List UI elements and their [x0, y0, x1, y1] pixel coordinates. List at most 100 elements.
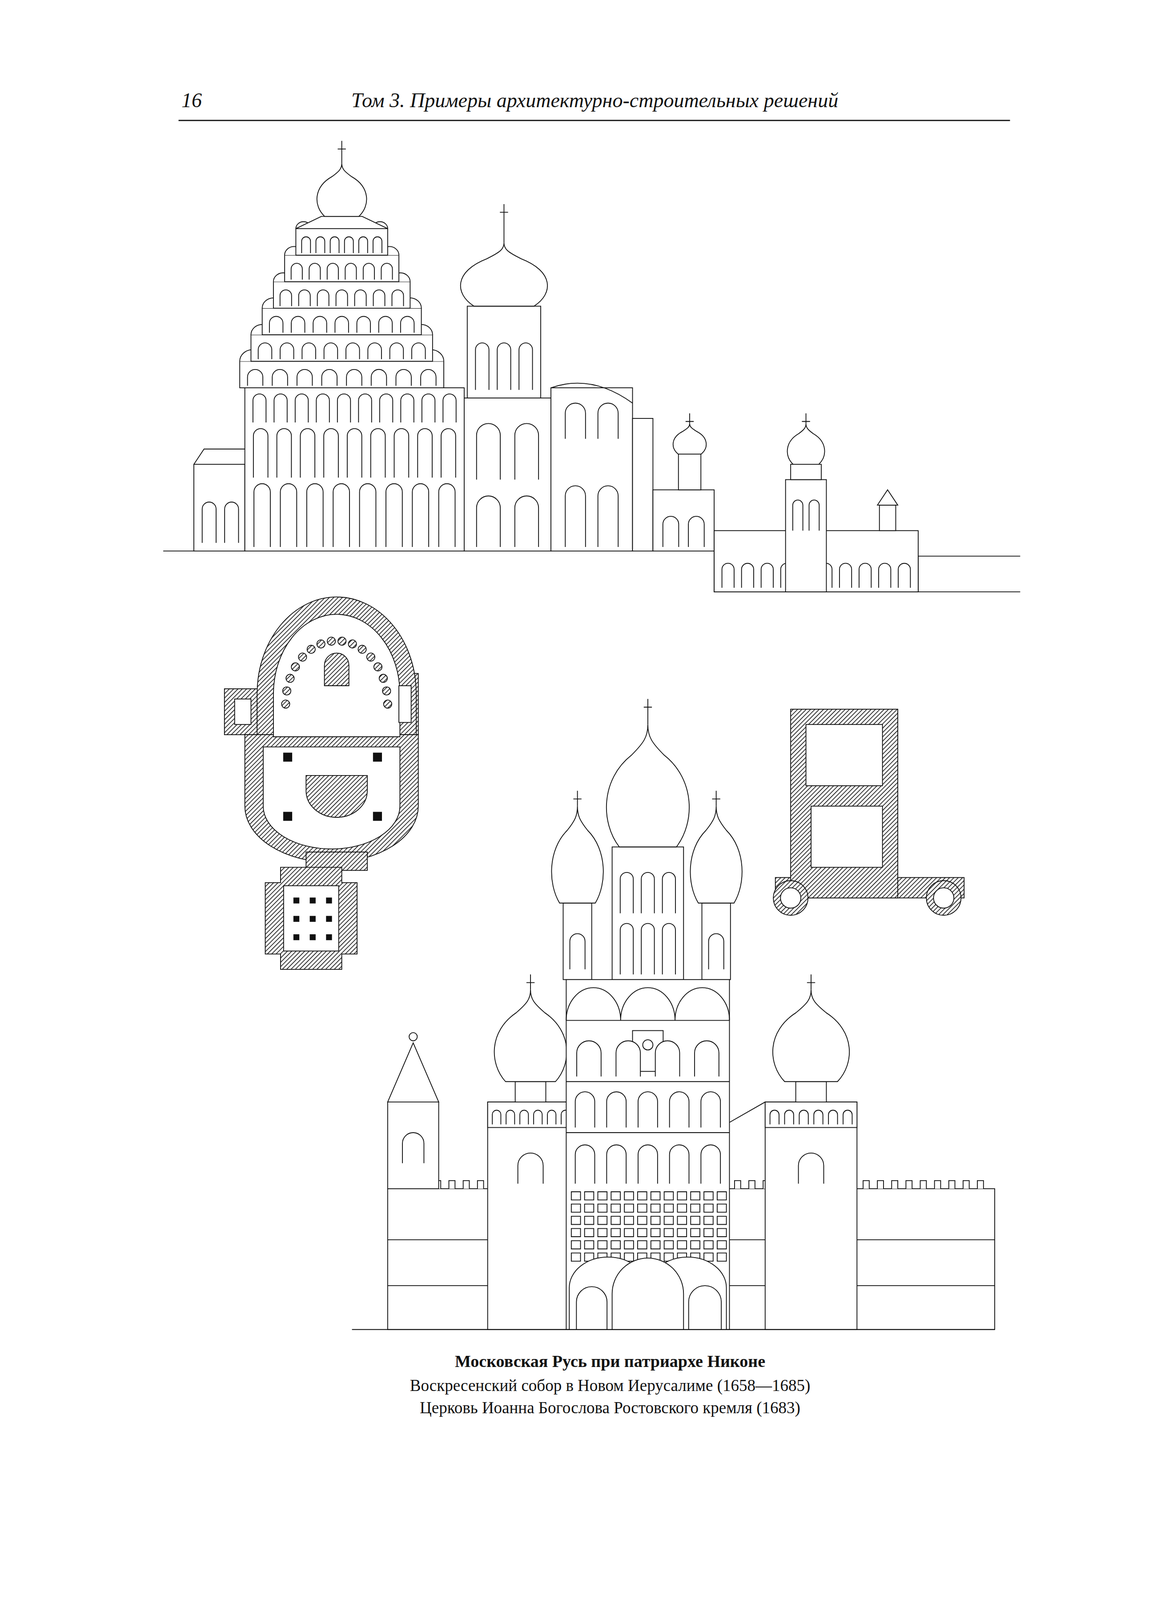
ground-line — [352, 1329, 995, 1330]
tower-plan — [926, 880, 961, 916]
column-symbol — [291, 662, 300, 671]
cathedral-plan — [224, 596, 419, 969]
wall-block — [193, 464, 246, 551]
dome-cross — [643, 699, 652, 725]
wall-block — [487, 1101, 575, 1330]
tent-roof — [295, 216, 388, 229]
dome-cross — [801, 413, 810, 424]
arched-window — [280, 289, 404, 307]
arched-window — [575, 1144, 721, 1184]
roof-line — [729, 1101, 765, 1123]
wall-block — [612, 847, 684, 980]
column-symbol — [373, 662, 382, 671]
tower-plan — [773, 880, 808, 916]
wall-block — [632, 418, 654, 551]
tower-interior — [933, 887, 954, 908]
header-rule — [178, 120, 1011, 122]
cone-roof — [877, 490, 898, 506]
arched-window — [476, 423, 539, 480]
column-symbol — [285, 674, 294, 683]
katholikon-interior — [263, 747, 400, 849]
onion-dome — [690, 806, 742, 904]
wall-block — [790, 464, 822, 480]
onion-dome — [787, 423, 825, 465]
arched-window — [291, 263, 393, 280]
caption-heading: Московская Русь при патриархе Никоне — [454, 1351, 766, 1372]
arched-window — [475, 342, 533, 390]
arched-window — [518, 1152, 544, 1184]
kuvuklia-plan — [324, 653, 350, 686]
column-symbol — [282, 686, 291, 695]
onion-dome — [606, 724, 690, 847]
column-symbol — [281, 699, 290, 708]
wall-block — [273, 281, 410, 309]
wall-block — [309, 916, 315, 922]
wall-block — [550, 387, 633, 551]
running-head: Том 3. Примеры архитектурно-строительных… — [351, 88, 839, 113]
arched-window — [620, 923, 676, 975]
wall-block — [562, 903, 592, 980]
arched-window — [269, 316, 414, 333]
wall-block — [678, 453, 701, 490]
wall-block — [293, 897, 299, 903]
caption-line: Церковь Иоанна Богослова Ростовского кре… — [419, 1398, 801, 1418]
onion-dome — [460, 242, 548, 306]
wall-block — [765, 1101, 857, 1128]
column-symbol — [366, 652, 375, 661]
arched-window — [492, 1109, 570, 1125]
wall-block — [398, 685, 412, 723]
wall-block — [702, 903, 731, 980]
wall-block — [293, 916, 299, 922]
wall-block — [283, 812, 292, 821]
wall-block — [373, 812, 382, 821]
wall-block — [309, 934, 315, 940]
wall-block — [811, 806, 883, 868]
onion-dome — [673, 423, 707, 454]
wall-block — [765, 1101, 857, 1330]
column-symbol — [317, 639, 326, 648]
cathedral-section — [163, 140, 1021, 592]
arched-window — [258, 342, 426, 360]
dome-cross — [499, 204, 508, 243]
page-number: 16 — [181, 88, 202, 113]
arched-window — [620, 872, 676, 914]
tower-interior — [780, 887, 801, 908]
arched-window — [402, 1132, 424, 1164]
dome-cross — [685, 413, 694, 424]
wall-block — [790, 709, 898, 898]
gate-arch-side — [576, 1285, 722, 1330]
arched-window — [301, 237, 382, 254]
wall-block — [326, 934, 332, 940]
wall-block — [283, 885, 339, 952]
wall-line — [918, 556, 1021, 592]
wall-block — [293, 934, 299, 940]
arched-window — [575, 1091, 721, 1128]
wall-block — [326, 916, 332, 922]
wall-block — [224, 688, 261, 735]
wall-block — [295, 228, 388, 256]
wall-block — [262, 308, 422, 335]
wall-block — [879, 505, 896, 531]
arched-window — [253, 393, 457, 423]
wall-block — [373, 752, 382, 761]
arched-window — [798, 1152, 824, 1184]
onion-dome — [772, 989, 850, 1082]
column-symbol — [298, 652, 307, 661]
onion-dome — [551, 806, 603, 904]
wall-block — [245, 387, 465, 551]
gate-arch-outer — [569, 1257, 727, 1330]
onion-dome — [494, 989, 567, 1082]
column-symbol — [382, 686, 391, 695]
arched-window — [662, 516, 705, 547]
wall-block — [652, 490, 715, 552]
wall-block — [515, 1081, 547, 1102]
arched-window — [708, 933, 724, 970]
caption-line: Воскресенский собор в Новом Иерусалиме (… — [409, 1376, 811, 1396]
onion-dome — [317, 163, 367, 217]
column-symbol — [383, 699, 392, 708]
wall-block — [326, 897, 332, 903]
church-plan — [773, 709, 965, 916]
roof-line — [193, 449, 246, 465]
column-symbol — [348, 639, 357, 648]
